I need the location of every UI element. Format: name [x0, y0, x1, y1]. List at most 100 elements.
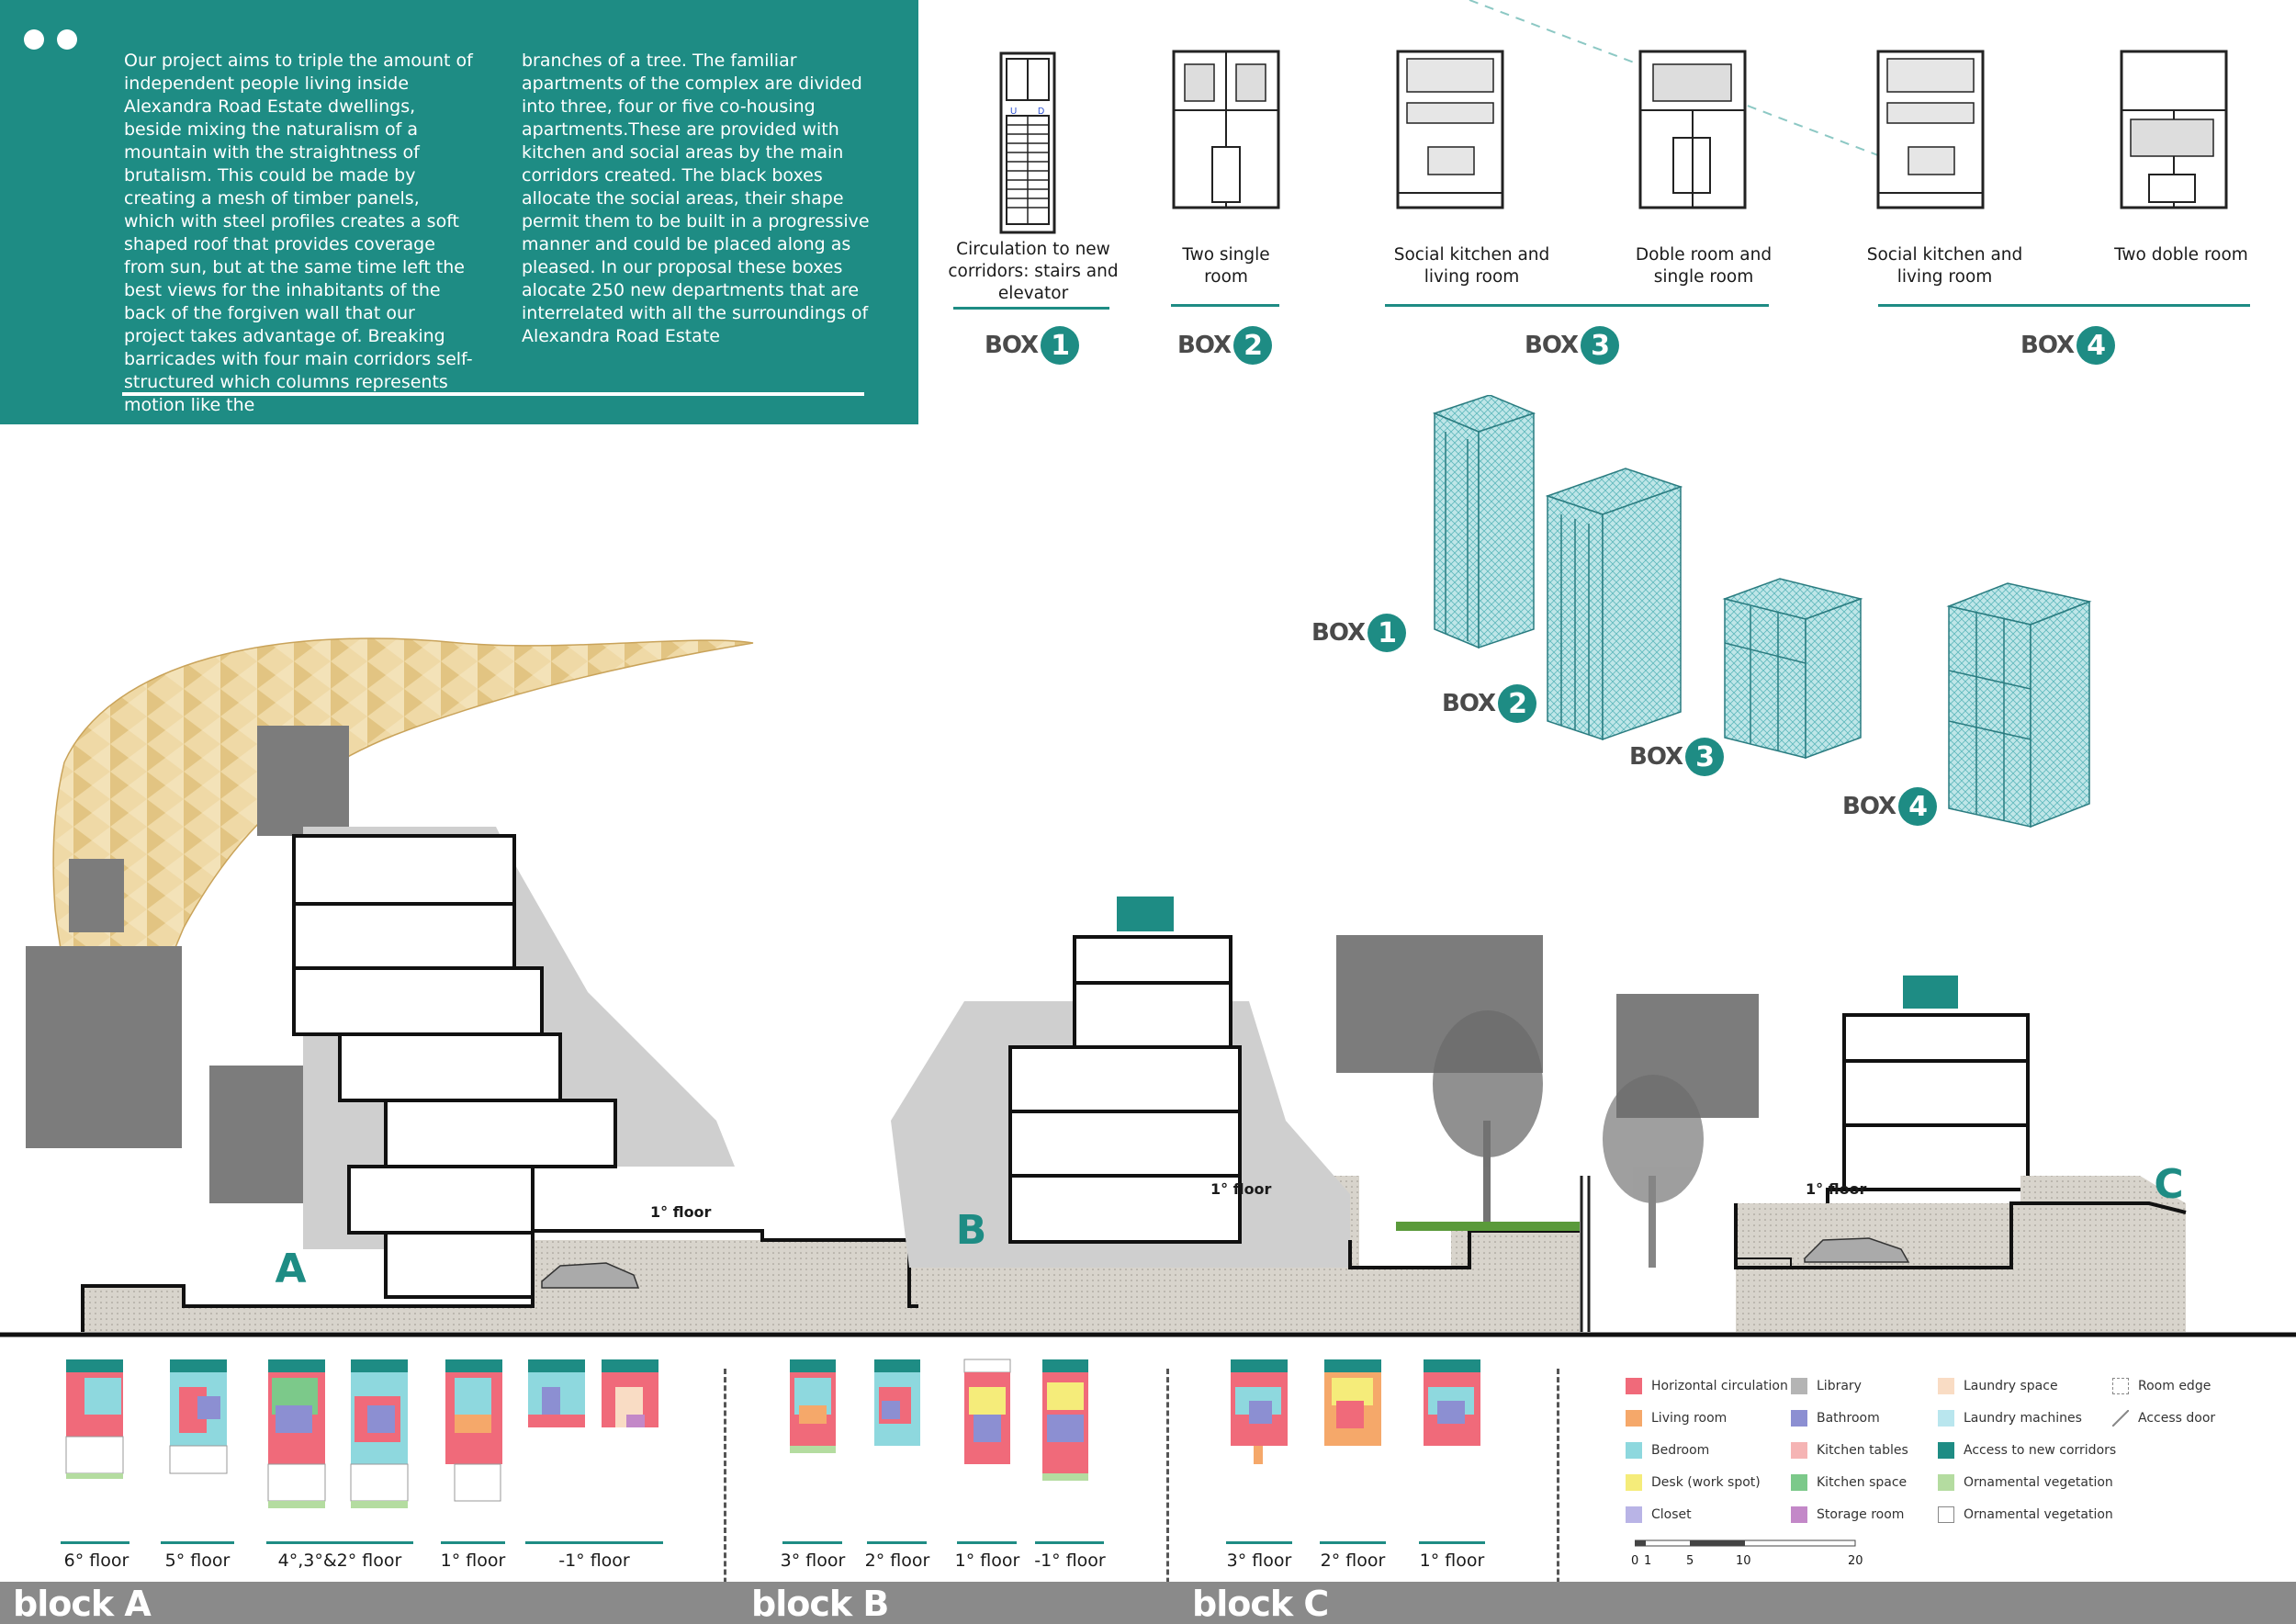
- intro-text-col2: branches of a tree. The familiar apartme…: [522, 51, 870, 346]
- box3-plan-a: [1396, 50, 1504, 209]
- legend-item: Laundry machines: [1938, 1410, 2116, 1427]
- block-c-mark: C: [2154, 1160, 2183, 1208]
- legend-col3: Laundry space Laundry machines Access to…: [1938, 1378, 2116, 1523]
- block-c-label: block C: [1192, 1584, 1329, 1624]
- legend-swatch: [1938, 1506, 1954, 1523]
- bullet-dot: [57, 29, 77, 50]
- black-box: [257, 726, 349, 836]
- legend-item: Horizontal circulation: [1626, 1378, 1788, 1394]
- legend-item: Ornamental vegetation: [1938, 1474, 2116, 1491]
- tree: [1433, 1010, 1543, 1231]
- floor-caption-c-2: 2° floor: [1320, 1551, 1386, 1571]
- legend-swatch: [1791, 1474, 1807, 1491]
- plan-c-1: [1424, 1359, 1480, 1446]
- legend-col4: Room edge Access door: [2112, 1378, 2215, 1427]
- terrain-line-c: [1734, 1201, 2187, 1269]
- block-a-mark: A: [275, 1245, 306, 1292]
- divider: [1166, 1369, 1169, 1617]
- floor-rule: [957, 1541, 1017, 1544]
- plan-a-m1a: [528, 1359, 585, 1427]
- divider: [1557, 1369, 1559, 1617]
- floor-caption-b-3: 3° floor: [780, 1551, 846, 1571]
- floor-caption-c-3: 3° floor: [1226, 1551, 1292, 1571]
- iso-box3: [1722, 578, 1863, 760]
- bottom-band: [0, 1582, 2296, 1624]
- floor-caption-b-1: 1° floor: [954, 1551, 1020, 1571]
- plan-c-3: [1231, 1359, 1288, 1464]
- access-corridor-box: [1117, 897, 1174, 931]
- floor-caption-a-5: 5° floor: [164, 1551, 231, 1571]
- box1-caption: Circulation to new corridors: stairs and…: [948, 240, 1119, 303]
- scale-labels: 0 1 5 10 20: [1631, 1554, 1863, 1568]
- floor-rule: [1035, 1541, 1104, 1544]
- legend-item: Bedroom: [1626, 1442, 1788, 1459]
- legend-swatch: [1791, 1410, 1807, 1427]
- iso-box1: [1432, 395, 1536, 649]
- plan-b-1: [963, 1359, 1011, 1464]
- scale-bar: [1635, 1539, 1856, 1547]
- intro-rule: [122, 392, 864, 396]
- plan-c-2: [1324, 1359, 1381, 1446]
- legend-item: Kitchen space: [1791, 1474, 1908, 1491]
- block-a-label: block A: [13, 1584, 152, 1624]
- section-drawing: [0, 637, 2296, 1337]
- box4a-caption: Social kitchen and living room: [1866, 245, 2023, 287]
- legend-item: Access to new corridors: [1938, 1442, 2116, 1459]
- car: [1804, 1237, 1910, 1263]
- floor-rule: [1320, 1541, 1386, 1544]
- floor-caption-a-m1: -1° floor: [558, 1551, 630, 1571]
- plan-b-3: [790, 1359, 836, 1453]
- box3-plan-b: [1638, 50, 1747, 209]
- tree: [1603, 1075, 1704, 1268]
- floor-rule: [161, 1541, 234, 1544]
- intro-text-col1: Our project aims to triple the amount of…: [124, 51, 473, 415]
- bullet-dot: [24, 29, 44, 50]
- legend-swatch: [1938, 1442, 1954, 1459]
- stair-up-mark: U: [1010, 107, 1017, 117]
- intro-panel: [0, 0, 918, 424]
- legend-swatch: [1626, 1506, 1642, 1523]
- floor-caption-a-1: 1° floor: [440, 1551, 506, 1571]
- plan-a-1: [445, 1359, 502, 1502]
- legend-item: Kitchen tables: [1791, 1442, 1908, 1459]
- legend-swatch: [1791, 1506, 1807, 1523]
- legend-swatch: [1626, 1442, 1642, 1459]
- floor-caption-b-m1: -1° floor: [1034, 1551, 1106, 1571]
- box1-plan: [999, 51, 1056, 234]
- box4-plan-a: [1876, 50, 1985, 209]
- plan-a-432a: [267, 1359, 326, 1508]
- block-c-building: [1826, 1013, 2032, 1219]
- car: [541, 1262, 640, 1289]
- box1-rule: [953, 307, 1109, 310]
- block-b-label: block B: [751, 1584, 889, 1624]
- box4-plan-b: [2120, 50, 2228, 209]
- box4b-caption: Two doble room: [2114, 245, 2248, 265]
- floor-caption-b-2: 2° floor: [864, 1551, 930, 1571]
- legend-item: Ornamental vegetation: [1938, 1506, 2116, 1523]
- access-door-icon: [2112, 1410, 2129, 1427]
- box2-plan: [1172, 50, 1280, 209]
- legend-item: Closet: [1626, 1506, 1788, 1523]
- floor-rule: [266, 1541, 413, 1544]
- plan-a-6: [65, 1359, 124, 1479]
- floor-rule: [867, 1541, 927, 1544]
- legend-item: Desk (work spot): [1626, 1474, 1788, 1491]
- box3b-caption: Doble room and single room: [1635, 245, 1773, 287]
- plan-a-5: [169, 1359, 228, 1474]
- room-edge-icon: [2112, 1378, 2129, 1394]
- block-a-building: [292, 827, 735, 1299]
- floor-mark-c: 1° floor: [1806, 1180, 1867, 1198]
- access-corridor-box: [1903, 976, 1958, 1009]
- floor-caption-a-432: 4°,3°&2° floor: [277, 1551, 402, 1571]
- floor-mark-b: 1° floor: [1210, 1180, 1272, 1198]
- black-box: [209, 1066, 310, 1203]
- box3-rule: [1385, 304, 1769, 307]
- legend-swatch: [1626, 1378, 1642, 1394]
- floor-rule: [782, 1541, 842, 1544]
- box2-rule: [1171, 304, 1279, 307]
